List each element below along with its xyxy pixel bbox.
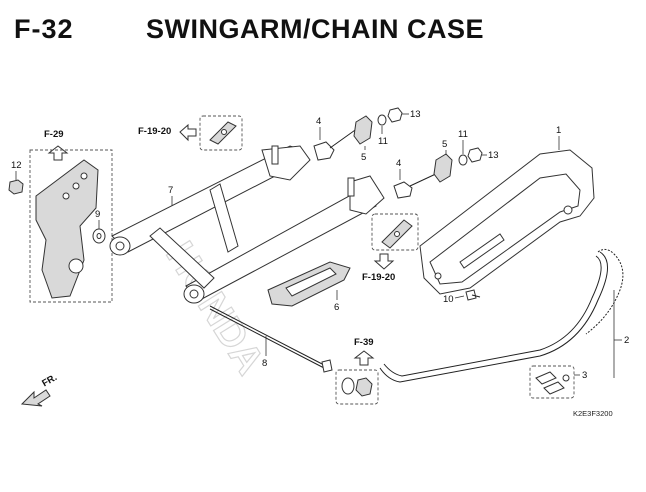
part-2-drive-chain-upper [585,248,624,335]
callout-10: 10 [443,294,454,305]
part-5-upper-plate [353,115,373,145]
part-11-lower-washer [458,154,468,166]
front-arrow-icon [20,389,51,407]
pivot-nut-box [335,369,379,405]
footrest-bracket-box [29,149,113,303]
callout-8: 8 [262,358,267,369]
swingarm-brace [209,183,239,253]
callout-12: 12 [11,160,22,171]
part-5-lower-plate [433,153,453,183]
chain-slider-box-top [199,115,243,151]
bracket-pivot [68,258,84,274]
part-3-master-link [535,371,557,385]
part-13-lower-nut [467,147,483,163]
callout-3: 3 [582,370,587,381]
master-link-box [529,365,575,399]
bracket-hole [80,172,88,180]
callout-5-upper: 5 [361,152,366,163]
ref-f19-20-mid-label: F-19-20 [362,272,395,283]
ref-f39-label: F-39 [354,337,374,348]
bracket-hole [72,182,80,190]
ref-f19-20-top-label: F-19-20 [138,126,171,137]
swingarm-cross-member [149,227,215,289]
callout-4-upper: 4 [316,116,321,127]
part-10-bolt [465,289,477,301]
callout-11-upper: 11 [378,136,388,147]
bracket-hole [62,192,70,200]
callout-7: 7 [168,185,173,196]
axle-plate-lower [349,175,385,215]
footrest-bracket-part [35,159,99,299]
part-4-upper-collar [313,141,335,161]
callout-5-lower: 5 [442,139,447,150]
part-2-drive-chain-lower [379,251,608,383]
ref-f29-label: F-29 [44,129,64,140]
axle-plate-upper [261,145,311,181]
callout-6: 6 [334,302,339,313]
part-11-upper-washer [377,114,387,126]
adjuster-bolt-upper [329,127,359,149]
callout-13-upper: 13 [410,109,421,120]
outline-arrow-icon [179,123,197,142]
direction-label: FR. [40,372,59,389]
callout-4-lower: 4 [396,158,401,169]
callout-1: 1 [556,125,561,136]
outline-arrow-icon [353,350,375,366]
callout-9: 9 [95,209,100,220]
pivot-nut [355,377,373,397]
callout-13-lower: 13 [488,150,499,161]
callout-2: 2 [624,335,629,346]
callout-11-lower: 11 [458,129,468,140]
part-4-lower-collar [393,181,413,199]
outline-arrow-icon [47,145,69,161]
figure-code: F-32 [14,14,74,44]
part-8-pivot-bolt [209,305,327,367]
pivot-washer [341,377,355,395]
outline-arrow-icon [373,253,395,270]
figure-title: SWINGARM/CHAIN CASE [146,14,484,44]
chain-case-slot [459,233,505,269]
part-13-upper-nut [387,107,403,123]
chain-slider-box-mid [371,213,419,251]
drawing-code: K2E3F3200 [573,409,613,418]
part-12-nut [8,179,24,195]
